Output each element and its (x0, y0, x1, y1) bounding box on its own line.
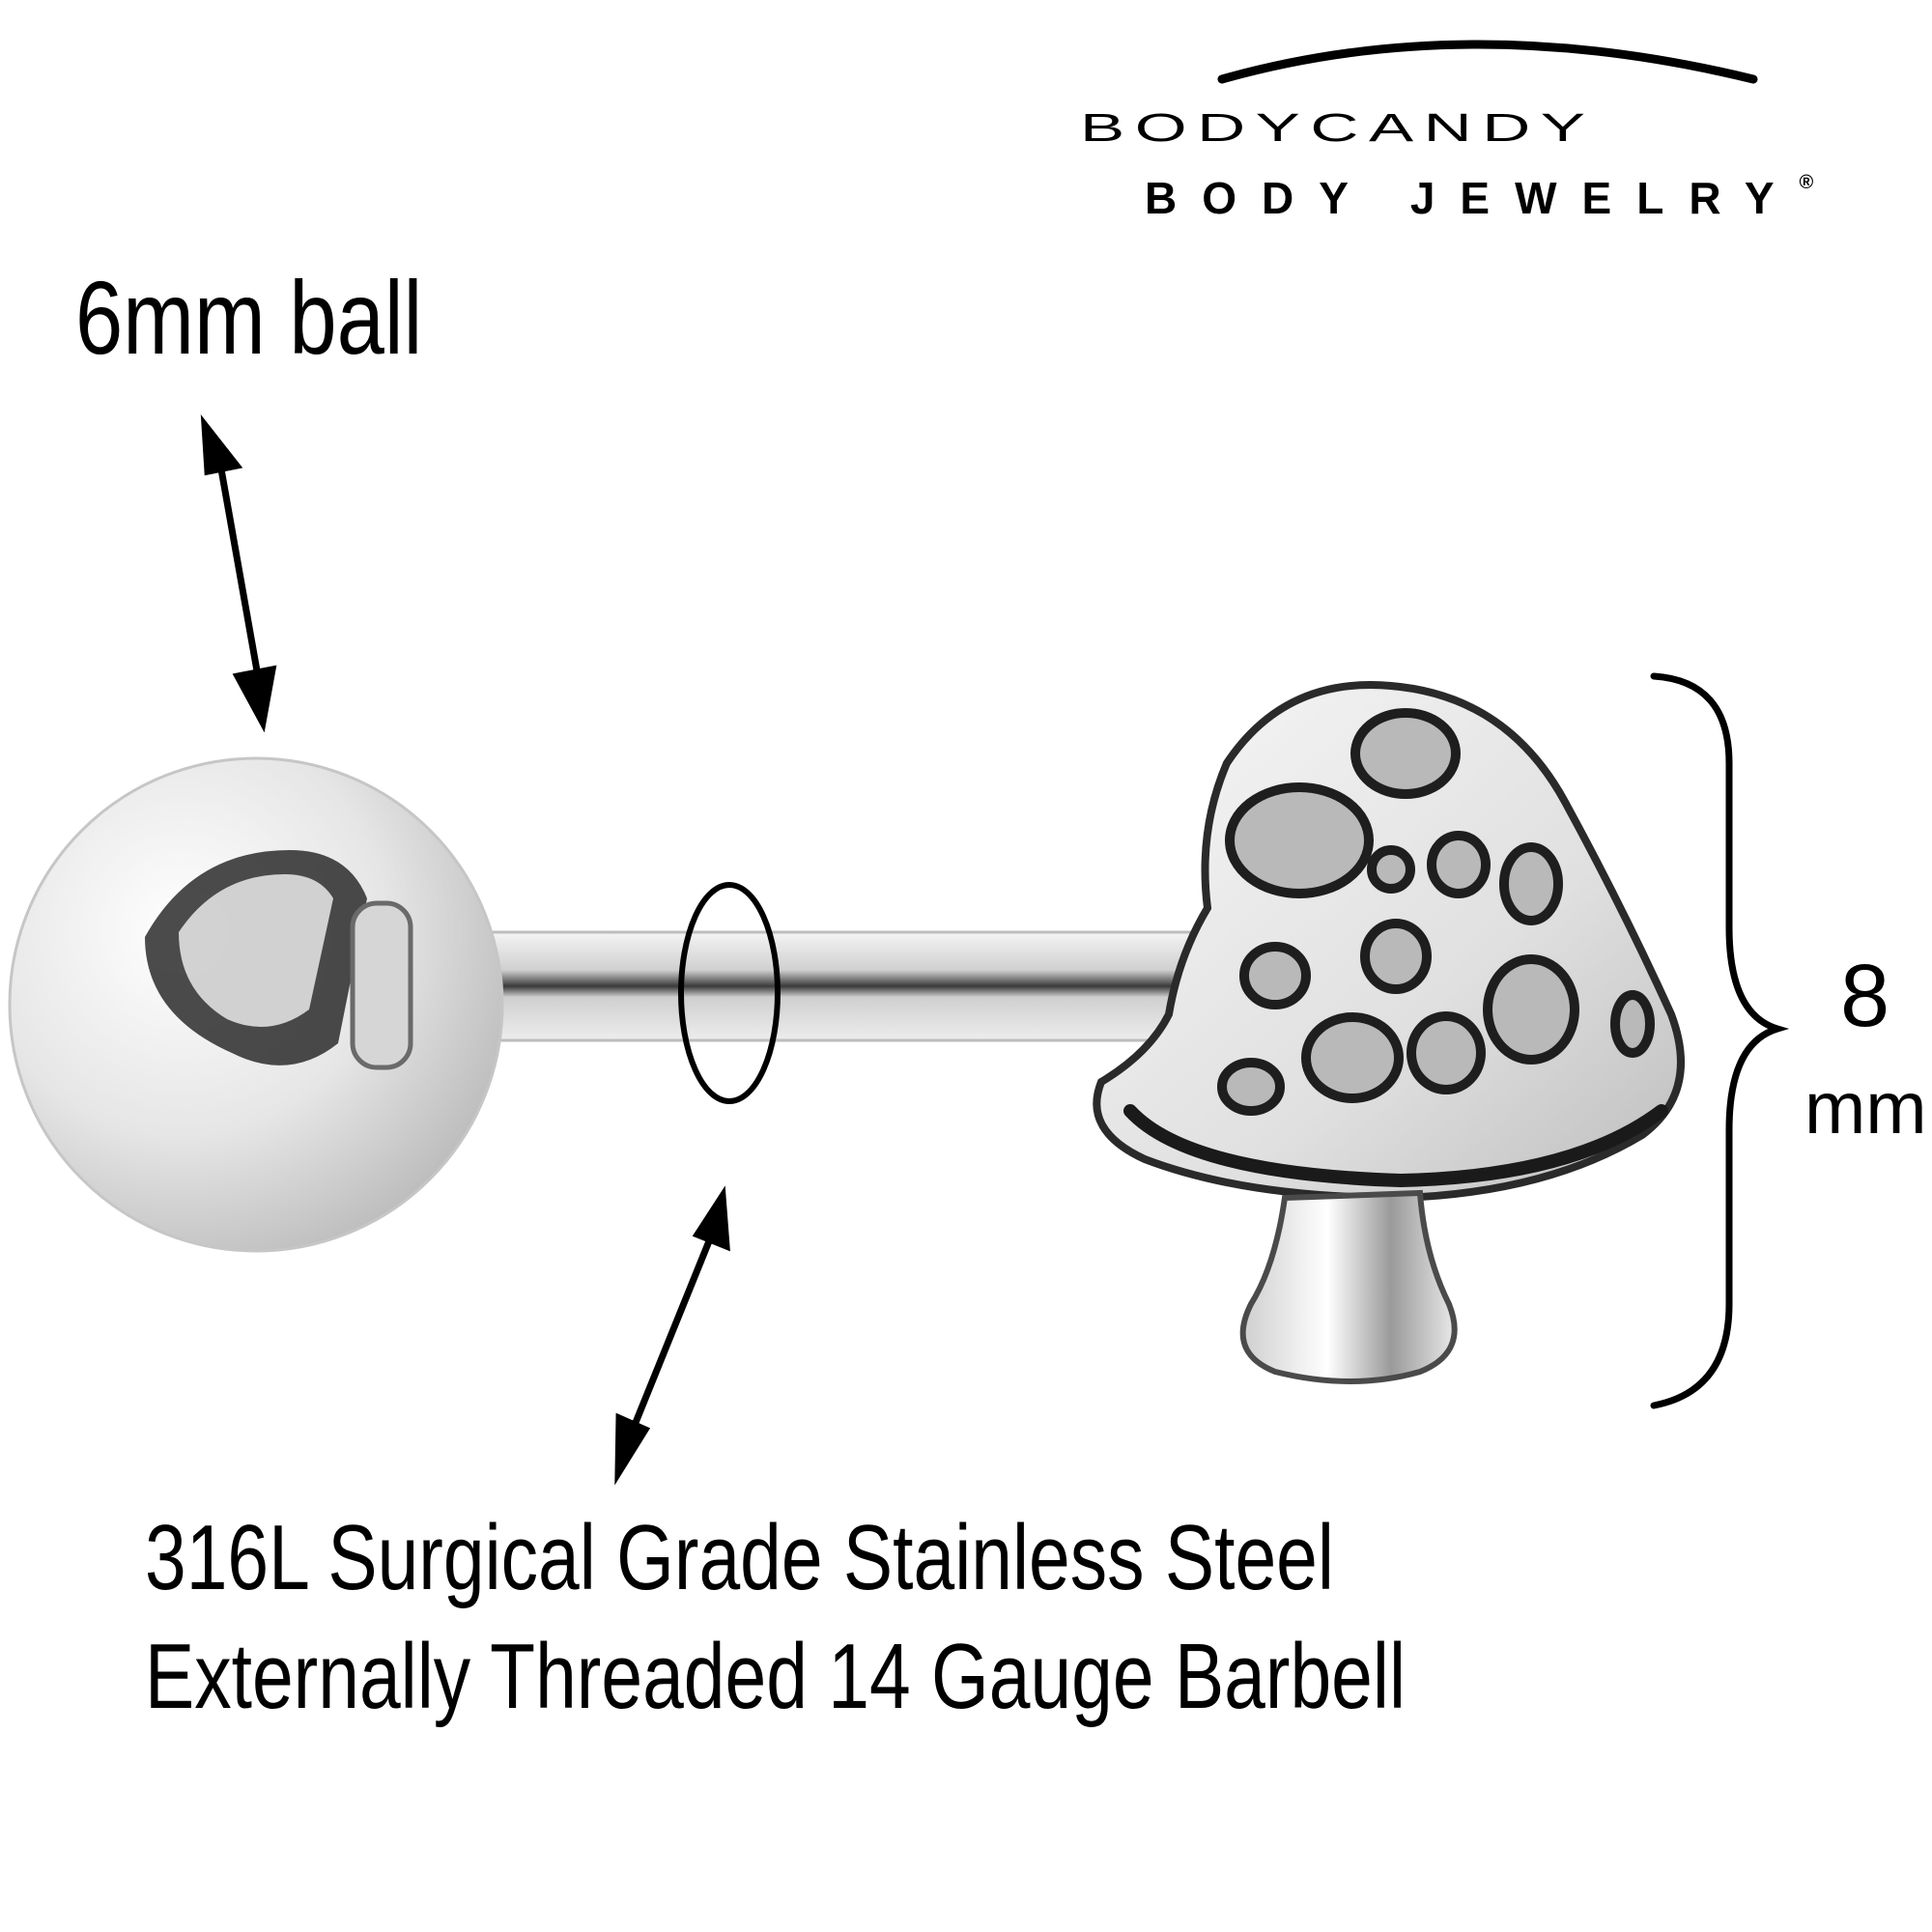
brand-name: BODYCANDY (1080, 104, 1596, 150)
material-spec: 316L Surgical Grade Stainless Steel (145, 1506, 1334, 1609)
ball-collar (350, 900, 413, 1070)
registered-mark: ® (1799, 172, 1814, 193)
gauge-ring (678, 882, 781, 1104)
ball-highlight (179, 874, 333, 1027)
barbell-spec: Externally Threaded 14 Gauge Barbell (145, 1625, 1406, 1728)
height-brace (1650, 672, 1790, 1409)
head-size-value: 8 (1840, 947, 1890, 1045)
mushroom-spots (1217, 708, 1655, 1116)
mushroom-rim-groove (1123, 1104, 1668, 1188)
brand-tagline-text: BODY JEWELRY (1145, 173, 1800, 223)
ball-size-arrow (200, 413, 277, 733)
gauge-arrow (614, 1185, 730, 1486)
head-size-unit: mm (1804, 1067, 1927, 1150)
ball-size-label: 6mm ball (75, 259, 423, 376)
mushroom-stem (1239, 1189, 1458, 1384)
brand-tagline: BODY JEWELRY® (1145, 172, 1813, 224)
